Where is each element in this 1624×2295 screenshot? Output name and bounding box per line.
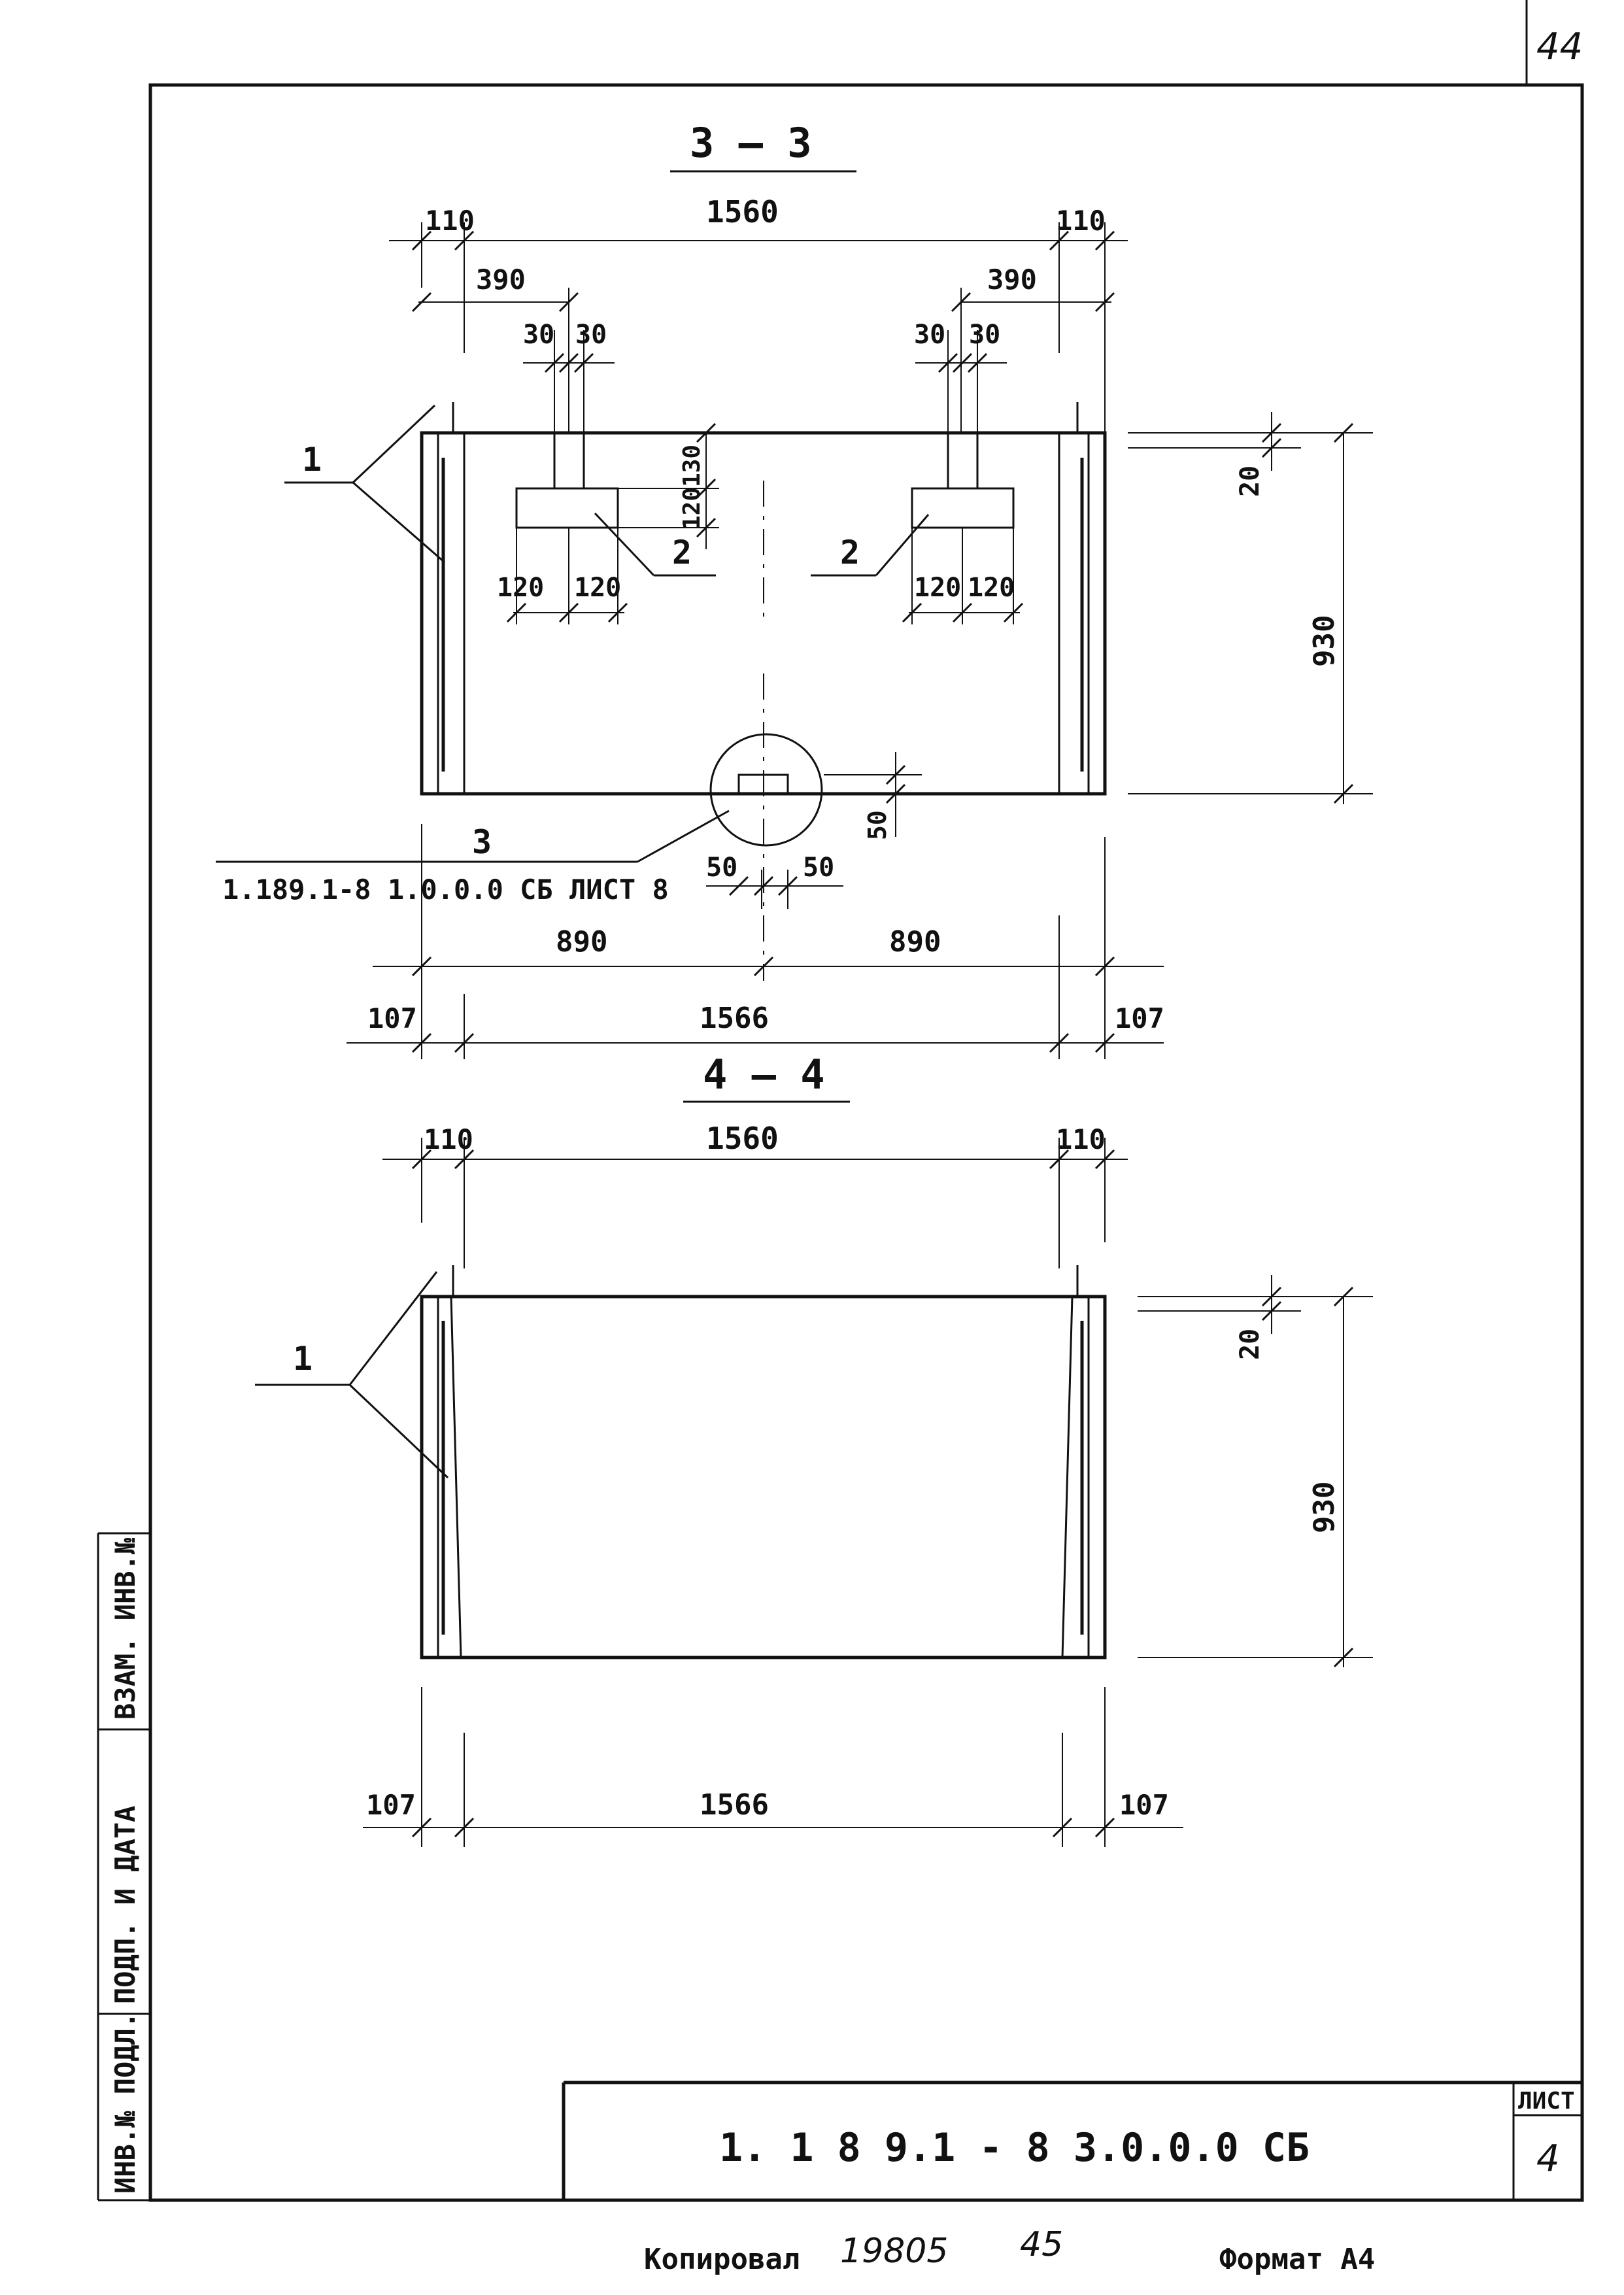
sheet-corner-number: 44 <box>1536 26 1583 68</box>
inv-orig-label: ИНВ.№ ПОДЛ. <box>109 2012 141 2194</box>
title-block: 1. 1 8 9.1 - 8 3.0.0.0 СБ ЛИСТ 4 <box>562 2081 1582 2200</box>
dim-4-height: 930 <box>1308 1482 1341 1533</box>
callout-3-item1: 1 <box>302 441 322 479</box>
side-stamp: ВЗАМ. ИНВ.№ ПОДП. И ДАТА ИНВ.№ ПОДЛ. <box>97 1532 150 2202</box>
dim-3-height: 930 <box>1308 615 1341 667</box>
callout-3-item2-right: 2 <box>840 534 860 571</box>
dim-3-slot-right-a: 30 <box>914 320 945 350</box>
dim-3-half-right: 890 <box>889 925 941 959</box>
dim-3-block-right-b: 120 <box>968 573 1015 603</box>
footer-copy-suffix: 45 <box>1020 2225 1063 2264</box>
dim-3-overall-width: 1560 <box>706 194 779 230</box>
footer: Копировал 19805 45 Формат А4 <box>644 2225 1375 2276</box>
dim-3-offset-left: 390 <box>476 264 526 296</box>
title-sheet-number: 4 <box>1536 2137 1560 2180</box>
dim-3-bottom-width: 1566 <box>700 1002 769 1035</box>
dim-3-edge-left: 110 <box>425 205 475 237</box>
dim-3-half-left: 890 <box>556 925 607 959</box>
callout-4-item1: 1 <box>293 1340 313 1378</box>
dim-4-bottom-edge-right: 107 <box>1119 1789 1169 1821</box>
footer-format-label: Формат А4 <box>1219 2243 1375 2276</box>
dim-4-overall-width: 1560 <box>706 1121 779 1156</box>
callout-3-node-reference: 1.189.1-8 1.0.0.0 СБ ЛИСТ 8 <box>222 874 669 906</box>
inv-replace-label: ВЗАМ. ИНВ.№ <box>109 1538 141 1720</box>
footer-copy-number: 19805 <box>840 2232 948 2271</box>
section-4-title: 4 — 4 <box>703 1051 825 1098</box>
dim-4-edge-left: 110 <box>424 1123 473 1155</box>
dim-3-block-top: 130 <box>679 445 705 487</box>
callout-3-node-number: 3 <box>472 823 492 861</box>
section-4-4: 4 — 4 110 1560 110 20 930 <box>255 1051 1373 1847</box>
dim-4-bottom-edge-left: 107 <box>366 1789 416 1821</box>
sign-date-label: ПОДП. И ДАТА <box>109 1806 141 2004</box>
node-3-circle <box>709 733 823 847</box>
dim-3-bottom-edge-left: 107 <box>367 1002 417 1034</box>
dim-3-offset-right: 390 <box>987 264 1037 296</box>
title-doc-code: 1. 1 8 9.1 - 8 3.0.0.0 СБ <box>719 2125 1310 2171</box>
section-3-title: 3 — 3 <box>690 119 812 167</box>
callout-3-item2-left: 2 <box>672 534 692 571</box>
drawing-frame <box>148 83 1584 2202</box>
dim-3-notch-height: 50 <box>863 810 892 840</box>
dim-3-block-left-a: 120 <box>497 573 544 603</box>
footer-copied-label: Копировал <box>644 2243 800 2276</box>
dim-4-edge-right: 110 <box>1056 1123 1106 1155</box>
dim-3-slot-right-b: 30 <box>969 320 1000 350</box>
dim-4-bottom-width: 1566 <box>700 1788 769 1822</box>
dim-3-slot-left-b: 30 <box>575 320 607 350</box>
dim-3-bottom-edge-right: 107 <box>1115 1002 1164 1034</box>
section-3-3: 3 — 3 110 1560 110 <box>216 119 1373 1059</box>
dim-3-block-height: 120 <box>679 487 705 530</box>
dim-4-top-offset: 20 <box>1235 1329 1265 1360</box>
panel-outline-4 <box>420 1295 1107 1659</box>
dim-3-notch-right: 50 <box>803 853 834 883</box>
title-sheet-label: ЛИСТ <box>1518 2088 1575 2115</box>
dim-3-block-left-b: 120 <box>574 573 621 603</box>
dim-3-block-right-a: 120 <box>914 573 961 603</box>
dim-3-notch-left: 50 <box>706 853 737 883</box>
dim-3-top-offset: 20 <box>1235 466 1265 497</box>
dim-3-edge-right: 110 <box>1056 205 1106 237</box>
dim-3-slot-left-a: 30 <box>523 320 554 350</box>
